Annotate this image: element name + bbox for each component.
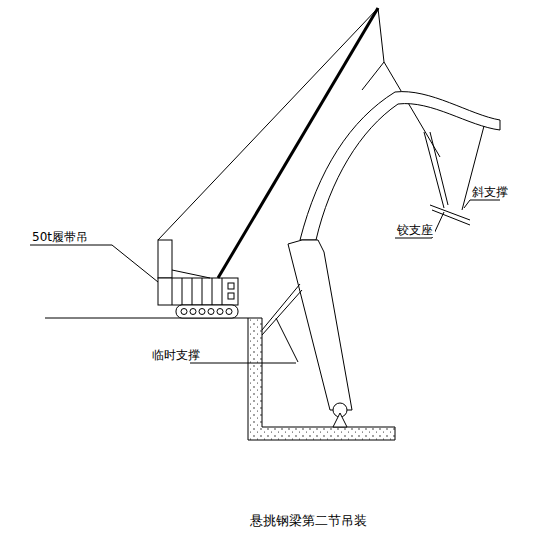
hinge-label: 铰支座 bbox=[395, 223, 435, 237]
drawing-caption: 悬挑钢梁第二节吊装 bbox=[248, 512, 369, 530]
brace-label: 斜支撑 bbox=[470, 185, 510, 199]
cantilever-beam bbox=[288, 92, 500, 427]
temporary-support bbox=[190, 284, 302, 363]
crane-label: 50t履带吊 bbox=[30, 230, 90, 244]
support-label: 临时支撑 bbox=[150, 348, 202, 362]
rigging bbox=[362, 8, 440, 157]
diagonal-support bbox=[30, 126, 500, 282]
